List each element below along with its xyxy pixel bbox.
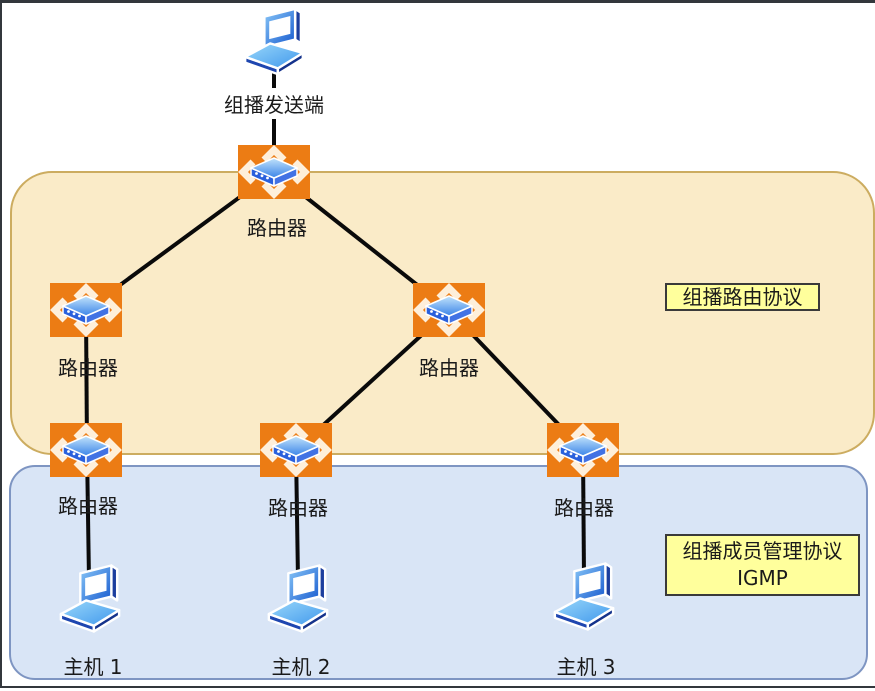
badge-igmp-label-line2: IGMP	[737, 566, 788, 590]
label-router-edge-3: 路由器	[554, 496, 614, 520]
node-host-2	[265, 561, 331, 640]
router-icon	[50, 423, 122, 477]
laptop-icon	[59, 564, 121, 633]
label-router-edge-1: 路由器	[58, 494, 118, 518]
router-icon	[238, 145, 310, 199]
label-host-2: 主机 2	[271, 655, 331, 679]
label-router-mid-right: 路由器	[419, 356, 479, 380]
router-icon	[260, 423, 332, 477]
badge-multicast-routing-label: 组播路由协议	[682, 284, 803, 309]
node-router-core	[238, 145, 310, 203]
node-host-1	[57, 561, 123, 640]
router-icon	[413, 283, 485, 337]
node-host-3	[551, 559, 617, 638]
label-router-mid-left: 路由器	[58, 356, 118, 380]
node-router-edge-2	[260, 423, 332, 481]
laptop-icon	[553, 562, 615, 631]
label-sender: 组播发送端	[219, 88, 329, 119]
node-sender	[241, 5, 307, 82]
label-host-1: 主机 1	[63, 655, 123, 679]
router-icon	[547, 423, 619, 477]
label-router-core: 路由器	[247, 216, 307, 240]
node-router-mid-left	[50, 283, 122, 341]
laptop-icon	[243, 7, 305, 76]
router-icon	[50, 283, 122, 337]
badge-multicast-routing-protocol: 组播路由协议	[665, 283, 820, 311]
node-router-mid-right	[413, 283, 485, 341]
label-router-edge-2: 路由器	[268, 496, 328, 520]
badge-igmp-protocol: 组播成员管理协议 IGMP	[665, 534, 860, 596]
laptop-icon	[267, 564, 329, 633]
node-router-edge-1	[50, 423, 122, 481]
label-host-3: 主机 3	[556, 655, 616, 679]
node-router-edge-3	[547, 423, 619, 481]
badge-igmp-label-line1: 组播成员管理协议	[682, 539, 843, 563]
